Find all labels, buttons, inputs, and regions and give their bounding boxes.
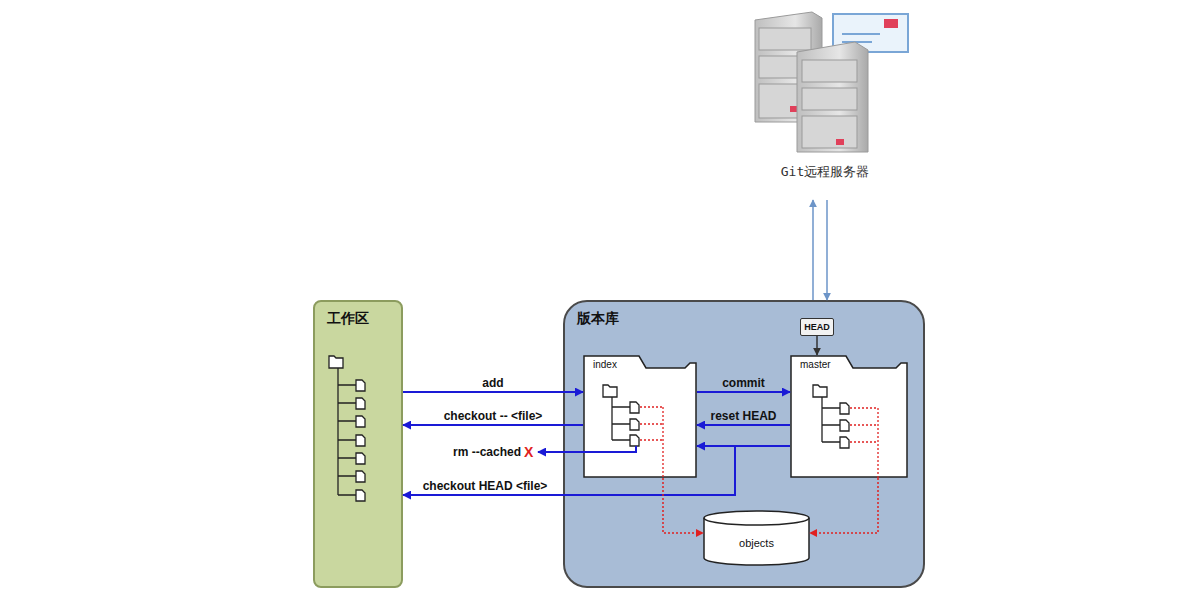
connector [403, 424, 583, 426]
connector [663, 478, 703, 533]
head-tag: HEAD [800, 318, 834, 336]
master-tree [813, 385, 878, 478]
node-title: 工作区 [327, 310, 369, 328]
tree-line [337, 368, 338, 495]
connector [403, 391, 583, 393]
connector [697, 391, 790, 393]
command-label: reset HEAD [710, 409, 776, 423]
connector [816, 336, 818, 355]
file-icons [356, 380, 365, 501]
tree-branches [612, 397, 630, 440]
node-title: Git远程服务器 [781, 163, 869, 181]
server-icon [755, 12, 908, 152]
node-title: index [593, 359, 617, 370]
connector [697, 445, 790, 447]
command-label: checkout HEAD <file> [423, 479, 548, 493]
node-title: HEAD [804, 322, 830, 332]
folder-box: master [790, 355, 908, 478]
repository-panel: 版本库 HEAD index master objects [563, 300, 925, 588]
server-label: Git远程服务器 [762, 160, 888, 184]
connector [810, 478, 878, 533]
folder-outline [583, 355, 697, 478]
tree-branches [338, 385, 356, 495]
file-icons [630, 402, 639, 446]
folder-icon [603, 385, 617, 397]
workspace-panel: 工作区 [313, 300, 403, 588]
command-label: checkout -- <file> [444, 409, 543, 423]
node-title: master [800, 359, 831, 370]
remove-cached-arrow [538, 446, 636, 452]
node-title: 版本库 [577, 310, 619, 328]
cylinder-rim [704, 518, 809, 525]
command-label: commit [722, 376, 765, 390]
folder-icon [329, 356, 343, 368]
node-title: objects [739, 537, 774, 549]
index-tree [603, 385, 663, 478]
cylinder-body [704, 511, 809, 565]
folder-outline [790, 355, 908, 478]
remove-mark: X [524, 444, 533, 461]
connector [826, 200, 828, 300]
workspace-tree [329, 356, 365, 501]
file-icons [840, 403, 849, 448]
objects-store: objects [703, 510, 810, 566]
command-label: add [482, 376, 503, 390]
folder-icon [813, 385, 827, 397]
tree-branches [822, 397, 840, 442]
object-links [640, 407, 663, 478]
object-links [850, 408, 878, 478]
folder-shape [791, 356, 907, 477]
folder-shape [584, 356, 696, 477]
folder-box: index [583, 355, 697, 478]
command-label: rm --cached [453, 445, 521, 459]
connector [697, 424, 790, 426]
connector [812, 200, 814, 300]
